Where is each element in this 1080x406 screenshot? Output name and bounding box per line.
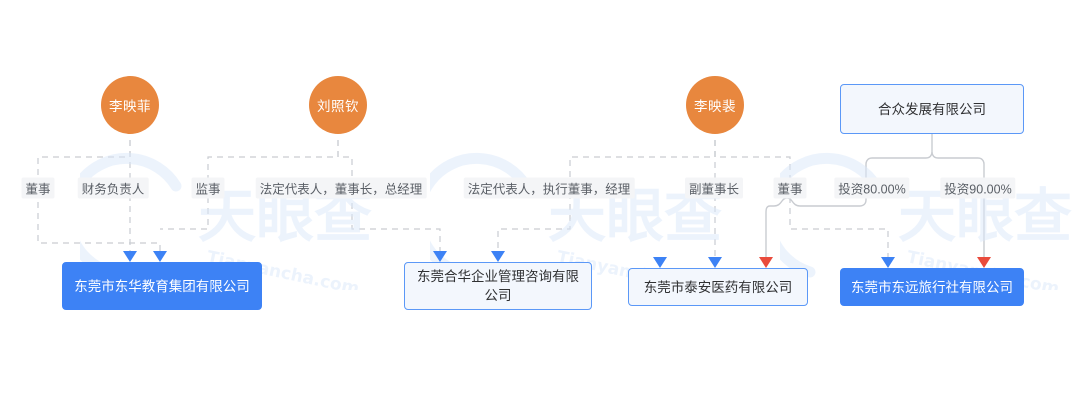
- arrowhead-blue: [881, 257, 895, 268]
- person-node[interactable]: 刘照钦: [309, 76, 367, 134]
- company-name: 合众发展有限公司: [878, 101, 986, 117]
- company-name: 东莞市东远旅行社有限公司: [851, 279, 1013, 295]
- edge-label-jian-shi: 监事: [191, 177, 225, 199]
- arrowhead-blue: [123, 251, 137, 262]
- edge-label-touzi-90: 投资90.00%: [940, 177, 1016, 199]
- arrowhead-blue: [708, 257, 722, 268]
- company-name: 东莞市东华教育集团有限公司: [74, 278, 250, 294]
- company-node-tai-an[interactable]: 东莞市泰安医药有限公司: [628, 268, 808, 306]
- edge-label-fading-dongshizhang-zongjingli: 法定代表人，董事长，总经理: [255, 177, 427, 199]
- person-node[interactable]: 李映裴: [686, 76, 744, 134]
- person-name: 李映裴: [694, 99, 736, 114]
- arrowhead-red: [759, 257, 773, 268]
- company-name: 东莞市泰安医药有限公司: [643, 279, 793, 295]
- person-name: 刘照钦: [317, 99, 359, 114]
- edge-label-dong-shi-2: 董事: [773, 177, 807, 199]
- edge-label-dong-shi-1: 董事: [21, 177, 55, 199]
- edge-dashed-e7: [714, 140, 889, 262]
- company-node-dong-hua[interactable]: 东莞市东华教育集团有限公司: [62, 262, 262, 310]
- company-node-dong-yuan[interactable]: 东莞市东远旅行社有限公司: [840, 268, 1024, 306]
- edge-label-fading-zhixing-jingli: 法定代表人，执行董事，经理: [463, 177, 635, 199]
- arrowhead-blue: [433, 251, 447, 262]
- arrowhead-blue: [153, 251, 167, 262]
- edge-solid-e8: [765, 151, 933, 262]
- company-node-he-hua[interactable]: 东莞合华企业管理咨询有限公司: [404, 262, 592, 310]
- arrowhead-blue: [491, 251, 505, 262]
- arrowhead-red: [977, 257, 991, 268]
- company-node-he-zhong[interactable]: 合众发展有限公司: [840, 84, 1024, 134]
- edge-label-cai-wu-fu-ze-ren: 财务负责人: [77, 177, 149, 199]
- edge-solid-e9: [931, 151, 985, 262]
- edge-label-fu-dong-shi-zhang: 副董事长: [684, 177, 744, 199]
- person-node[interactable]: 李映菲: [101, 76, 159, 134]
- person-name: 李映菲: [109, 99, 151, 114]
- company-name: 东莞合华企业管理咨询有限公司: [417, 269, 579, 303]
- arrowhead-blue: [653, 257, 667, 268]
- edge-label-touzi-80: 投资80.00%: [834, 177, 910, 199]
